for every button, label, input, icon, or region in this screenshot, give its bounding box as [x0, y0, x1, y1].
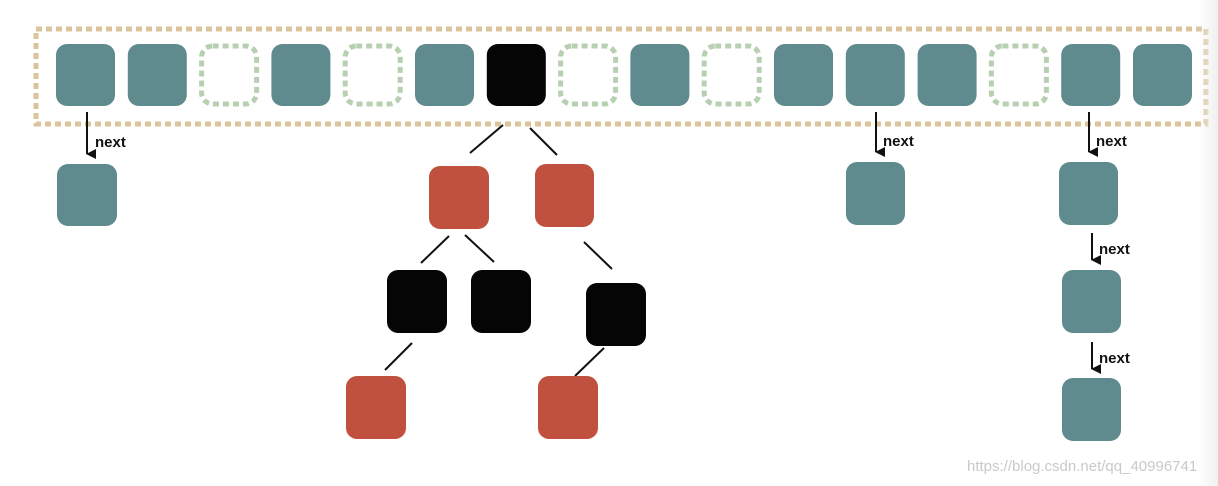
- tree-edge: [420, 235, 450, 264]
- tree-edge: [469, 124, 504, 154]
- empty-bucket: [988, 43, 1049, 107]
- bucket-array: [56, 43, 1192, 107]
- chain-node: [846, 162, 905, 225]
- empty-bucket: [199, 43, 260, 107]
- chain-node: [1062, 378, 1121, 441]
- chain-node: [57, 164, 117, 226]
- hash-table-border: [33, 26, 1209, 127]
- next-label: next: [1099, 241, 1130, 258]
- bucket: [774, 44, 833, 106]
- tree-node-black: [586, 283, 646, 346]
- bucket: [917, 44, 977, 106]
- empty-bucket: [701, 43, 762, 107]
- next-label: next: [95, 134, 126, 151]
- bucket: [415, 44, 474, 106]
- empty-bucket: [558, 43, 619, 107]
- next-label: next: [1096, 133, 1127, 150]
- bucket: [127, 44, 187, 106]
- tree-node-black: [387, 270, 447, 333]
- watermark: https://blog.csdn.net/qq_40996741: [967, 458, 1198, 475]
- bucket: [845, 44, 905, 106]
- right-edge-shade: [1198, 0, 1218, 486]
- tree-node-red: [346, 376, 406, 439]
- chain-node: [1059, 162, 1118, 225]
- bucket: [1061, 44, 1121, 106]
- bucket: [630, 44, 690, 106]
- tree-edge: [583, 241, 613, 270]
- tree-node-red: [538, 376, 598, 439]
- tree-node-red: [535, 164, 594, 227]
- bucket: [271, 44, 331, 106]
- bucket-tree-root: [486, 44, 546, 106]
- tree-edge: [384, 342, 413, 371]
- tree-edge: [574, 347, 605, 377]
- tree-edge: [529, 127, 558, 156]
- tree-node-red: [429, 166, 489, 229]
- next-label: next: [1099, 350, 1130, 367]
- tree-node-black: [471, 270, 531, 333]
- bucket: [1133, 44, 1192, 106]
- empty-bucket: [342, 43, 403, 107]
- bucket: [56, 44, 115, 106]
- chain-node: [1062, 270, 1121, 333]
- tree-edge: [464, 234, 495, 263]
- next-label: next: [883, 133, 914, 150]
